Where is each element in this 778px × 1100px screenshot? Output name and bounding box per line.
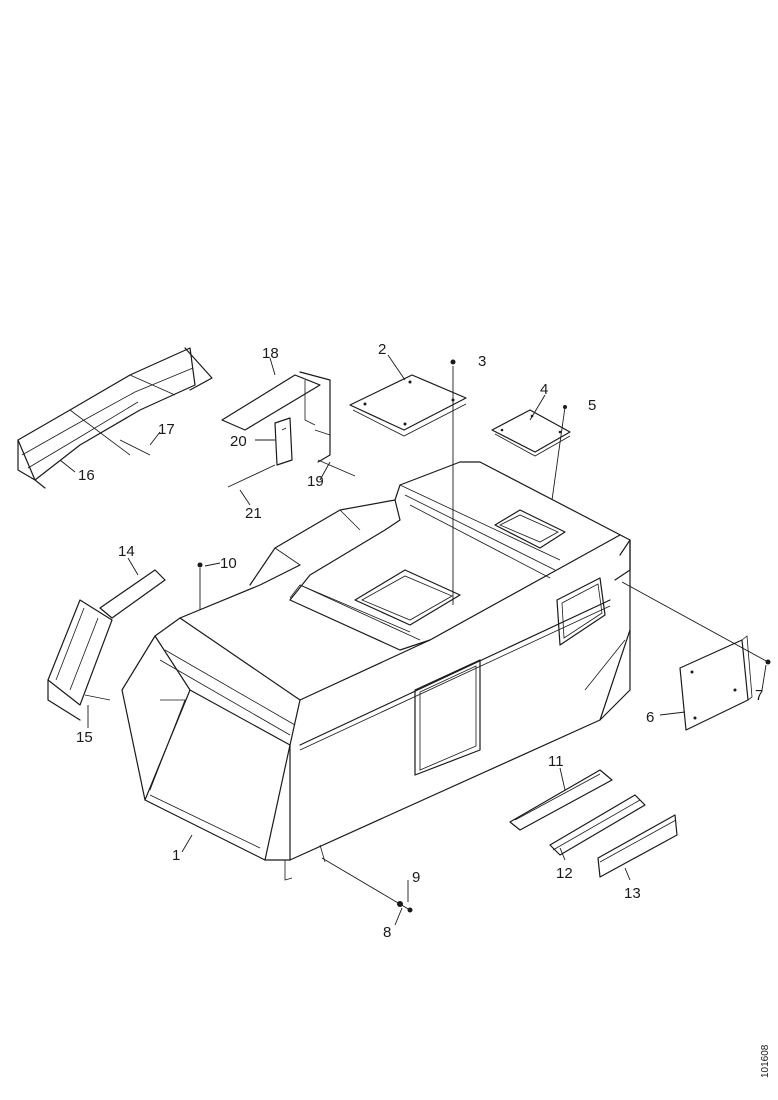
strip-11 xyxy=(509,769,613,831)
callout-18: 18 xyxy=(262,345,279,362)
callout-16: 16 xyxy=(78,467,95,484)
callout-15: 15 xyxy=(76,729,93,746)
strip-13 xyxy=(597,814,678,878)
callout-21: 21 xyxy=(245,505,262,522)
fender-14 xyxy=(99,569,166,619)
side-panel-6 xyxy=(679,635,753,731)
screw-10 xyxy=(197,562,203,610)
callout-14: 14 xyxy=(118,543,135,560)
leader-21 xyxy=(227,464,276,488)
rail-assembly-16 xyxy=(17,347,213,489)
leader-19 xyxy=(317,459,356,477)
bracket-15 xyxy=(47,599,113,721)
callout-6: 6 xyxy=(646,709,654,726)
bracket-18 xyxy=(221,371,331,463)
callout-5: 5 xyxy=(588,397,596,414)
top-panel-4 xyxy=(491,409,571,457)
bolt-8-washer-9 xyxy=(321,857,413,913)
callout-2: 2 xyxy=(378,341,386,358)
callout-1: 1 xyxy=(172,847,180,864)
callout-20: 20 xyxy=(230,433,247,450)
screw-3 xyxy=(450,359,456,605)
callout-10: 10 xyxy=(220,555,237,572)
callout-3: 3 xyxy=(478,353,486,370)
callout-9: 9 xyxy=(412,869,420,886)
callout-13: 13 xyxy=(624,885,641,902)
top-panel-2 xyxy=(349,374,467,437)
callout-8: 8 xyxy=(383,924,391,941)
callout-11: 11 xyxy=(548,753,564,770)
callout-7: 7 xyxy=(755,687,763,704)
callout-17: 17 xyxy=(158,421,175,438)
callout-12: 12 xyxy=(556,865,573,882)
main-body-shell xyxy=(121,461,631,881)
figure-reference-number: 101608 xyxy=(760,1044,771,1078)
callout-labels: 1 2 3 4 5 6 7 8 9 10 11 12 13 14 15 16 1… xyxy=(76,341,763,941)
strip-12 xyxy=(549,794,646,856)
callout-19: 19 xyxy=(307,473,324,490)
plate-20 xyxy=(274,417,293,466)
leader-17 xyxy=(119,439,151,456)
callout-4: 4 xyxy=(540,381,548,398)
